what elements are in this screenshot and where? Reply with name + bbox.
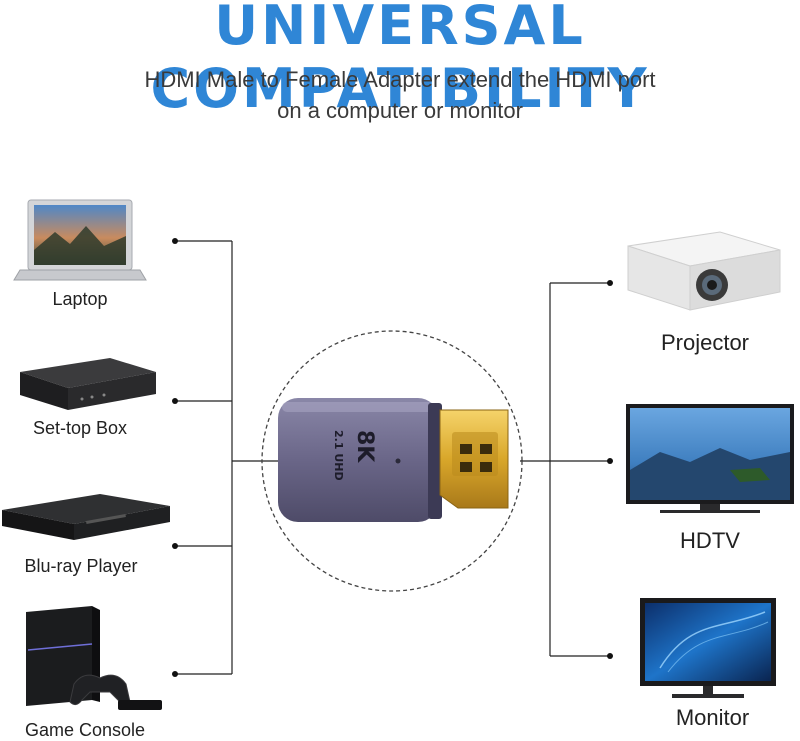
device-label-monitor: Monitor — [675, 705, 750, 730]
device-label-set-top-box: Set-top Box — [32, 418, 128, 438]
projector-icon — [627, 231, 781, 311]
device-label-game-console: Game Console — [24, 720, 146, 740]
adapter-text-main: 8K — [352, 430, 377, 463]
adapter-text-sub: 2.1 UHD — [332, 430, 345, 481]
laptop-icon — [13, 199, 147, 281]
right-connector-lines — [520, 282, 610, 657]
right-connector-dots — [607, 280, 613, 659]
page-subtitle: HDMI Male to Female Adapter extend the H… — [0, 64, 800, 126]
hdtv-icon — [626, 404, 794, 513]
hdmi-adapter-icon: 8K 2.1 UHD — [278, 398, 509, 522]
device-label-projector: Projector — [660, 330, 750, 355]
device-label-blu-ray-player: Blu-ray Player — [24, 556, 138, 576]
page-title: UNIVERSAL COMPATIBILITY — [150, 0, 650, 120]
subtitle-line-1: HDMI Male to Female Adapter extend the H… — [144, 67, 656, 92]
left-connector-dots — [172, 238, 178, 677]
device-label-laptop: Laptop — [52, 289, 108, 309]
subtitle-line-2: on a computer or monitor — [277, 98, 523, 123]
adapter-highlight-circle — [261, 330, 523, 592]
left-connector-lines — [175, 240, 285, 675]
set-top-box-icon — [20, 358, 156, 410]
blu-ray-player-icon — [2, 494, 170, 540]
monitor-icon — [640, 598, 776, 698]
device-label-hdtv: HDTV — [680, 528, 740, 553]
game-console-icon — [26, 606, 162, 710]
